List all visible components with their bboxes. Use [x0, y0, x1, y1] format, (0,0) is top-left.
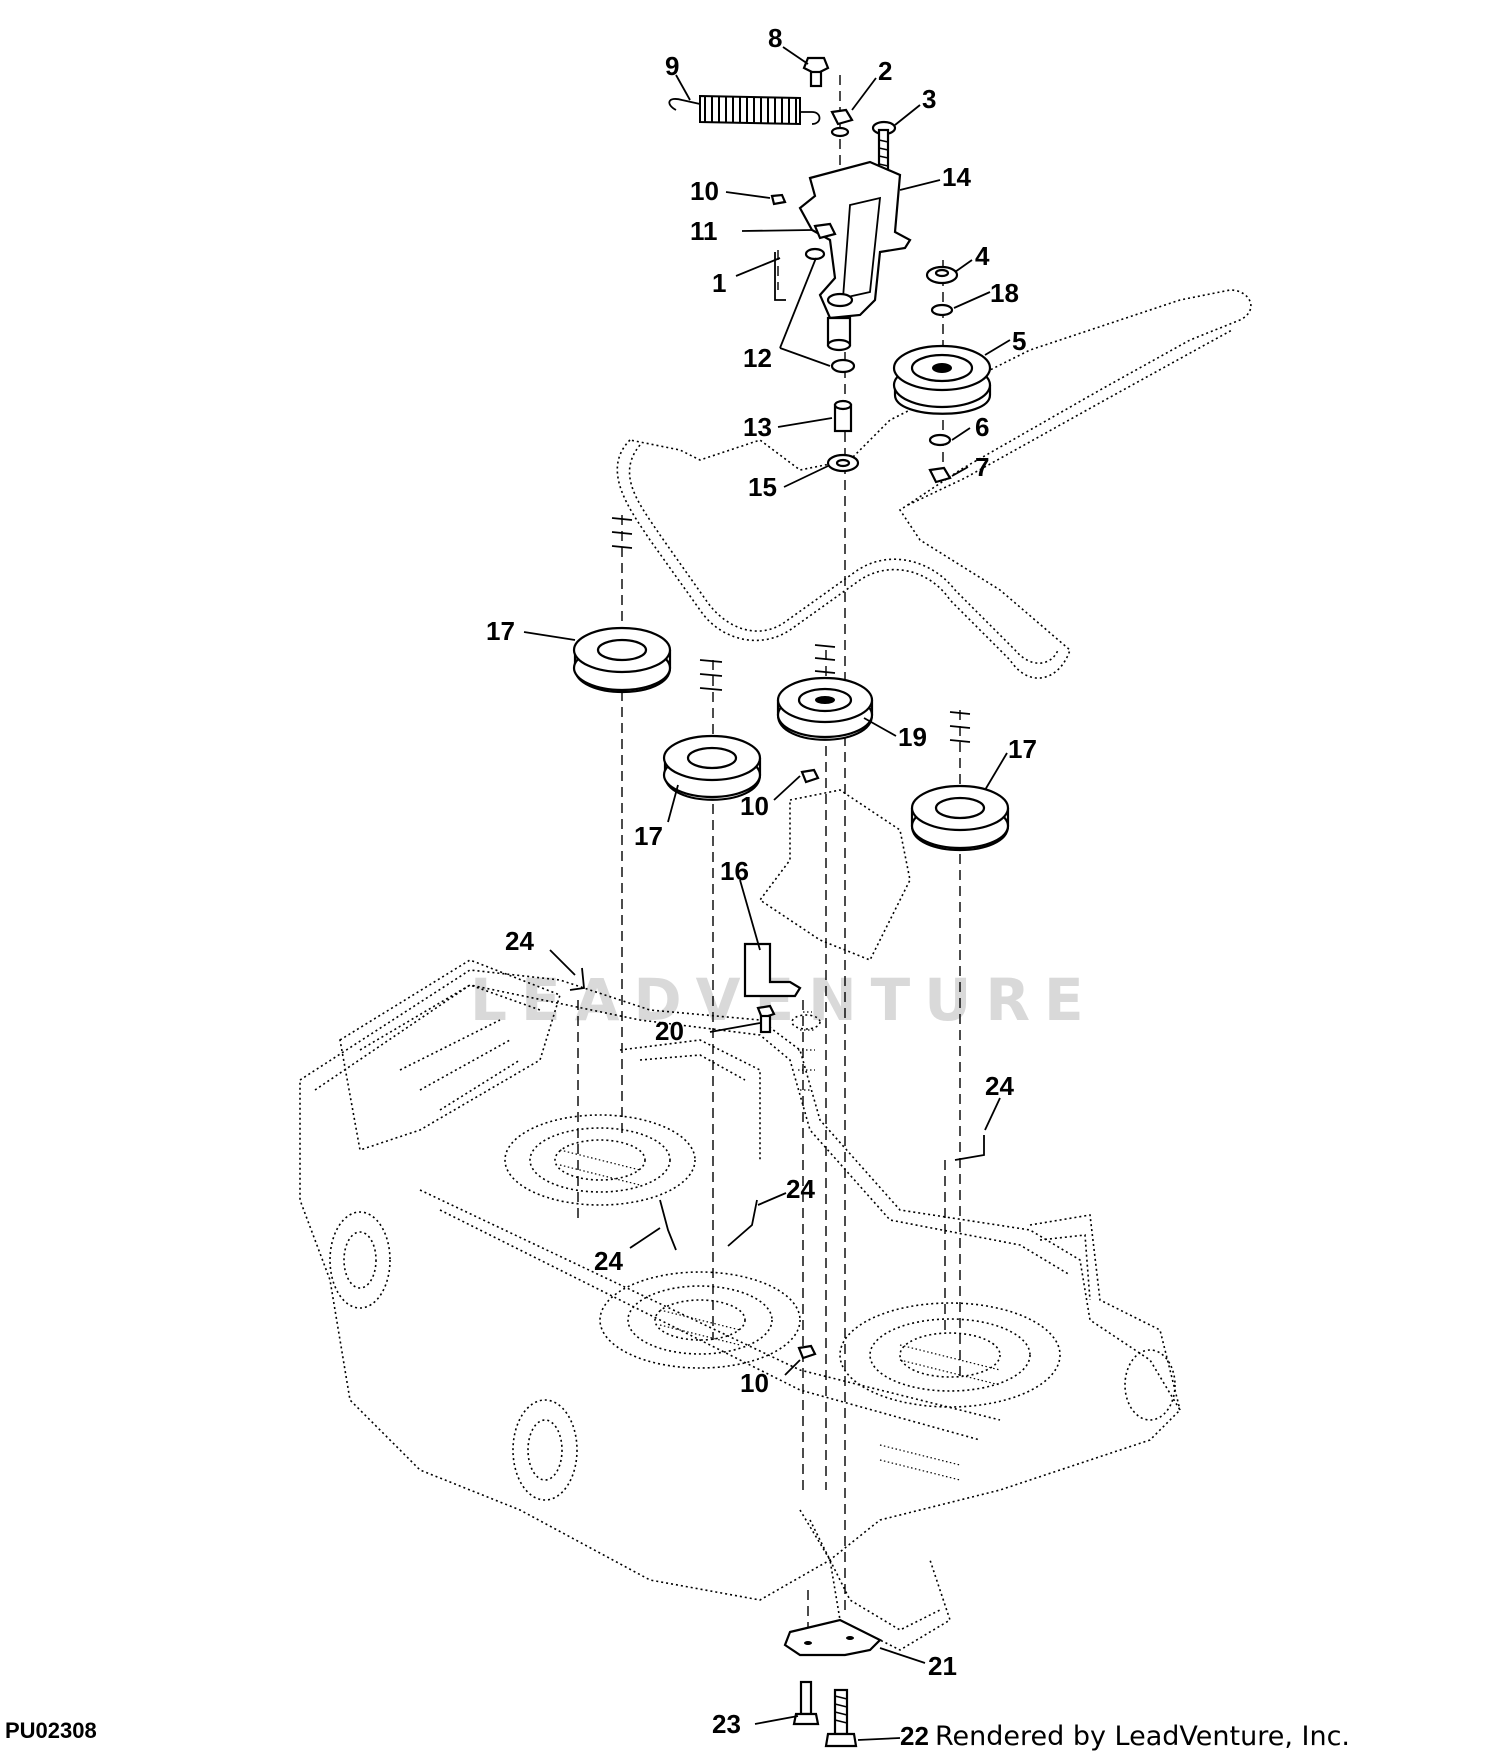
- callout-9: 9: [665, 51, 679, 81]
- washer-phantom: [791, 1014, 821, 1030]
- washer-12-upper-part: [804, 247, 826, 261]
- callout-21: 21: [928, 1651, 957, 1681]
- callout-14: 14: [942, 162, 971, 192]
- callout-4: 4: [975, 241, 990, 271]
- callout-10-middle: 10: [740, 791, 769, 821]
- nut-7-part: [928, 466, 952, 484]
- bracket-16-part: [743, 942, 802, 998]
- callout-10-lower: 10: [740, 1368, 769, 1398]
- callout-3: 3: [922, 84, 936, 114]
- drawing-code: PU02308: [5, 1718, 97, 1743]
- extension-spring: [668, 94, 821, 126]
- bolt-20-part: [756, 1004, 776, 1034]
- nut-2-part: [830, 108, 854, 138]
- callout-8: 8: [768, 23, 782, 53]
- bolt-23-part: [792, 1680, 820, 1726]
- bolt-8-part: [802, 56, 830, 88]
- callout-23: 23: [712, 1709, 741, 1739]
- dust-cap-4-part: [925, 265, 959, 285]
- callout-24-upper-left: 24: [505, 926, 534, 956]
- clip-24-c-part: [659, 1199, 677, 1251]
- callout-11: 11: [690, 216, 718, 246]
- bolt-22-part: [824, 1688, 858, 1748]
- bracket-16-phantom: [758, 789, 911, 962]
- idler-pulley-5-part: [892, 344, 992, 415]
- nut-10-lower-part: [797, 1344, 817, 1360]
- clip-24-d-part: [727, 1199, 758, 1247]
- credit-text: Rendered by LeadVenture, Inc.: [935, 1721, 1350, 1751]
- washer-18-part: [930, 303, 954, 317]
- callout-15: 15: [748, 472, 777, 502]
- callout-22: 22: [900, 1721, 929, 1751]
- callout-6: 6: [975, 412, 989, 442]
- callout-24-right: 24: [985, 1071, 1014, 1101]
- callout-7: 7: [975, 452, 989, 482]
- callout-17-right: 17: [1008, 734, 1037, 764]
- drive-belt: [616, 289, 1252, 679]
- watermark-text: LEADVENTURE: [470, 966, 1098, 1034]
- leader-lines: [523, 46, 1011, 1741]
- callout-17-left: 17: [486, 616, 515, 646]
- callout-2: 2: [878, 56, 892, 86]
- nut-11-part: [813, 222, 837, 240]
- washer-15-part: [826, 453, 860, 473]
- callout-10-upper: 10: [690, 176, 719, 206]
- spindle-pulley-17-left: [572, 517, 672, 693]
- spindle-pulley-17-right: [910, 711, 1010, 851]
- callout-17-center: 17: [634, 821, 663, 851]
- bushing-13-part: [833, 399, 853, 433]
- callout-24-lower-left: 24: [594, 1246, 623, 1276]
- assembly-center-lines: [577, 75, 961, 1650]
- callout-24-center: 24: [786, 1174, 815, 1204]
- callout-13: 13: [743, 412, 772, 442]
- washer-12-lower-part: [830, 358, 856, 374]
- spindle-pulley-17-center: [662, 659, 762, 801]
- clip-24-a-part: [569, 967, 585, 991]
- callout-19: 19: [898, 722, 927, 752]
- callout-5: 5: [1012, 326, 1026, 356]
- callout-12: 12: [743, 343, 772, 373]
- bracket-21-part: [783, 1618, 882, 1657]
- clip-24-b-part: [954, 1135, 985, 1161]
- callout-1: 1: [712, 268, 726, 298]
- idler-pulley-19-part: [776, 644, 874, 741]
- mower-deck-drawing: [299, 959, 1182, 1651]
- callout-18: 18: [990, 278, 1019, 308]
- callout-labels: 8 2 9 3 14 10 11 4 1 18 5 12 6 13 7 15 1…: [486, 23, 1037, 1751]
- callout-16: 16: [720, 856, 749, 886]
- idler-arm-part: [798, 160, 912, 352]
- nut-10-middle-part: [800, 768, 820, 784]
- screw-phantom: [798, 1011, 815, 1091]
- nut-10-upper-part: [770, 193, 787, 206]
- pin-1-part: [774, 252, 786, 301]
- callout-20: 20: [655, 1016, 684, 1046]
- washer-6-part: [928, 433, 952, 447]
